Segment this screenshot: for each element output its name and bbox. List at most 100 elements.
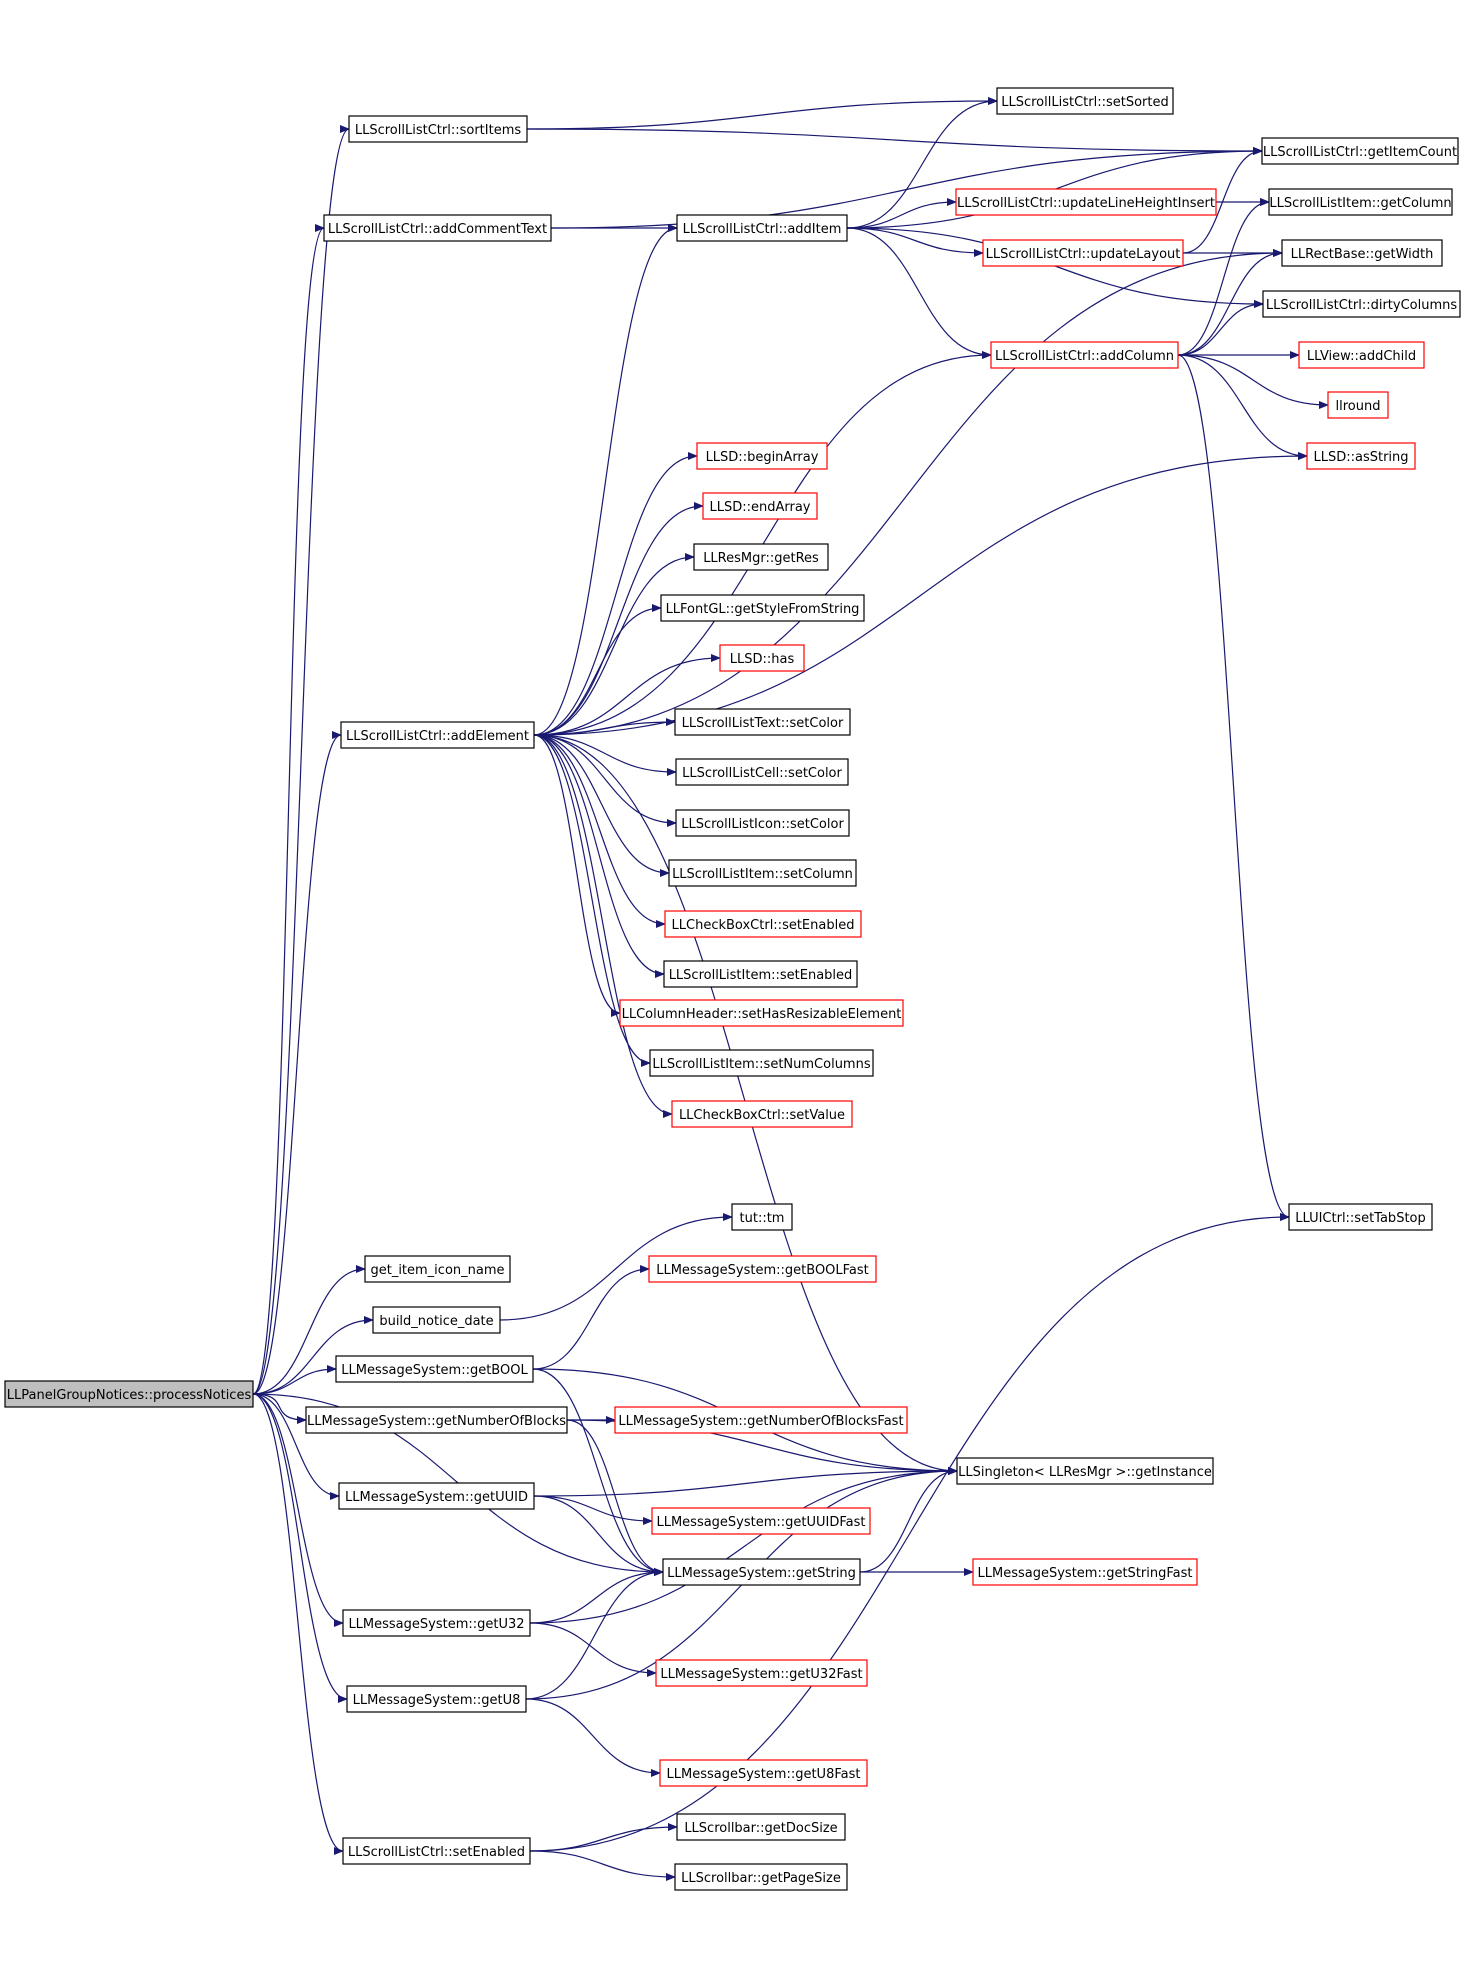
node-label: LLMessageSystem::getString bbox=[667, 1566, 856, 1581]
node-check-set-enabled[interactable]: LLCheckBoxCtrl::setEnabled bbox=[664, 910, 862, 938]
node-box bbox=[982, 239, 1184, 267]
call-edge-build-notice-date-to-tut-tm bbox=[499, 1213, 733, 1321]
node-get-number-of-blocks-fast[interactable]: LLMessageSystem::getNumberOfBlocksFast bbox=[614, 1406, 908, 1434]
node-item-set-enabled[interactable]: LLScrollListItem::setEnabled bbox=[663, 960, 858, 988]
call-edge-add-column-to-get-width bbox=[1177, 249, 1283, 356]
node-set-has-resizable[interactable]: LLColumnHeader::setHasResizableElement bbox=[619, 999, 904, 1027]
node-set-sorted[interactable]: LLScrollListCtrl::setSorted bbox=[996, 87, 1174, 115]
node-set-enabled[interactable]: LLScrollListCtrl::setEnabled bbox=[342, 1837, 531, 1865]
node-get-uuid[interactable]: LLMessageSystem::getUUID bbox=[338, 1482, 535, 1510]
node-get-bool[interactable]: LLMessageSystem::getBOOL bbox=[335, 1355, 534, 1383]
node-get-u8-fast[interactable]: LLMessageSystem::getU8Fast bbox=[659, 1759, 868, 1787]
node-set-num-columns[interactable]: LLScrollListItem::setNumColumns bbox=[649, 1049, 874, 1077]
call-edge-add-element-to-set-num-columns bbox=[533, 734, 651, 1067]
call-edge-add-element-to-cell-set-color bbox=[533, 734, 677, 776]
node-get-uuidfast[interactable]: LLMessageSystem::getUUIDFast bbox=[651, 1507, 871, 1535]
node-as-string[interactable]: LLSD::asString bbox=[1306, 442, 1416, 470]
node-label: LLMessageSystem::getStringFast bbox=[978, 1566, 1193, 1581]
node-begin-array[interactable]: LLSD::beginArray bbox=[696, 442, 828, 470]
node-dirty-columns[interactable]: LLScrollListCtrl::dirtyColumns bbox=[1262, 290, 1461, 318]
node-label: LLScrollListItem::setNumColumns bbox=[652, 1057, 870, 1072]
node-get-item-icon-name[interactable]: get_item_icon_name bbox=[364, 1255, 511, 1283]
node-get-string[interactable]: LLMessageSystem::getString bbox=[662, 1558, 861, 1586]
node-label: LLScrollbar::getPageSize bbox=[681, 1871, 841, 1886]
call-edge-add-element-to-item-set-enabled bbox=[533, 734, 665, 978]
node-update-line-height-insert[interactable]: LLScrollListCtrl::updateLineHeightInsert bbox=[955, 188, 1217, 216]
node-label: LLUICtrl::setTabStop bbox=[1295, 1211, 1426, 1226]
node-set-tab-stop[interactable]: LLUICtrl::setTabStop bbox=[1288, 1203, 1433, 1231]
node-box bbox=[990, 341, 1179, 369]
node-get-number-of-blocks[interactable]: LLMessageSystem::getNumberOfBlocks bbox=[305, 1406, 568, 1434]
node-get-style-from-string[interactable]: LLFontGL::getStyleFromString bbox=[660, 594, 865, 622]
node-label: LLSD::has bbox=[730, 652, 795, 667]
node-box bbox=[614, 1406, 908, 1434]
node-get-u32-fast[interactable]: LLMessageSystem::getU32Fast bbox=[655, 1659, 868, 1687]
node-end-array[interactable]: LLSD::endArray bbox=[702, 492, 818, 520]
call-edge-add-element-to-check-set-enabled bbox=[533, 734, 666, 928]
node-get-u32[interactable]: LLMessageSystem::getU32 bbox=[342, 1609, 531, 1637]
node-text-set-color[interactable]: LLScrollListText::setColor bbox=[674, 708, 851, 736]
node-root[interactable]: LLPanelGroupNotices::processNotices bbox=[4, 1380, 254, 1408]
node-box bbox=[346, 1685, 527, 1713]
node-box bbox=[660, 594, 865, 622]
call-edge-add-element-to-add-item bbox=[533, 224, 678, 736]
node-has[interactable]: LLSD::has bbox=[719, 644, 805, 672]
node-get-boolfast[interactable]: LLMessageSystem::getBOOLFast bbox=[648, 1255, 877, 1283]
node-get-doc-size[interactable]: LLScrollbar::getDocSize bbox=[676, 1813, 846, 1841]
node-build-notice-date[interactable]: build_notice_date bbox=[372, 1306, 501, 1334]
node-box bbox=[676, 1813, 846, 1841]
node-label: LLScrollListItem::getColumn bbox=[1269, 196, 1451, 211]
node-box bbox=[1261, 137, 1459, 165]
node-box bbox=[662, 1558, 861, 1586]
node-update-layout[interactable]: LLScrollListCtrl::updateLayout bbox=[982, 239, 1184, 267]
node-label: LLMessageSystem::getU32Fast bbox=[660, 1667, 862, 1682]
node-box bbox=[1262, 290, 1461, 318]
node-label: LLMessageSystem::getU8Fast bbox=[667, 1767, 861, 1782]
node-add-column[interactable]: LLScrollListCtrl::addColumn bbox=[990, 341, 1179, 369]
node-label: LLCheckBoxCtrl::setEnabled bbox=[672, 918, 855, 933]
node-box bbox=[676, 214, 848, 242]
node-get-res[interactable]: LLResMgr::getRes bbox=[693, 543, 829, 571]
node-tut-tm[interactable]: tut::tm bbox=[731, 1203, 793, 1231]
call-edge-add-column-to-get-column bbox=[1177, 198, 1270, 356]
node-get-string-fast[interactable]: LLMessageSystem::getStringFast bbox=[972, 1558, 1198, 1586]
node-label: LLMessageSystem::getUUIDFast bbox=[656, 1515, 865, 1530]
node-sort-items[interactable]: LLScrollListCtrl::sortItems bbox=[348, 115, 528, 143]
node-label: LLScrollListCtrl::addCommentText bbox=[328, 222, 547, 237]
call-edge-set-enabled-to-get-doc-size bbox=[529, 1823, 678, 1852]
call-edge-add-element-to-get-width bbox=[533, 249, 1283, 736]
call-edge-root-to-sort-items bbox=[252, 125, 350, 1395]
node-label: LLSD::beginArray bbox=[706, 450, 819, 465]
call-edge-add-element-to-set-has-resizable bbox=[533, 734, 621, 1017]
node-box bbox=[335, 1355, 534, 1383]
node-cell-set-color[interactable]: LLScrollListCell::setColor bbox=[675, 758, 849, 786]
node-box bbox=[674, 708, 851, 736]
node-box bbox=[372, 1306, 501, 1334]
call-edge-root-to-get-u8 bbox=[252, 1393, 348, 1703]
node-check-set-value[interactable]: LLCheckBoxCtrl::setValue bbox=[671, 1100, 853, 1128]
node-box bbox=[1288, 1203, 1433, 1231]
node-add-element[interactable]: LLScrollListCtrl::addElement bbox=[340, 721, 535, 749]
node-get-column[interactable]: LLScrollListItem::getColumn bbox=[1268, 188, 1453, 216]
node-label: LLScrollListCtrl::getItemCount bbox=[1263, 145, 1457, 160]
node-label: LLMessageSystem::getNumberOfBlocks bbox=[307, 1414, 566, 1429]
call-edge-root-to-build-notice-date bbox=[252, 1316, 374, 1395]
node-item-set-column[interactable]: LLScrollListItem::setColumn bbox=[668, 859, 857, 887]
node-llround[interactable]: llround bbox=[1327, 391, 1389, 419]
node-get-u8[interactable]: LLMessageSystem::getU8 bbox=[346, 1685, 527, 1713]
node-add-comment-text[interactable]: LLScrollListCtrl::addCommentText bbox=[323, 214, 552, 242]
node-get-instance[interactable]: LLSingleton< LLResMgr >::getInstance bbox=[956, 1457, 1214, 1485]
node-box bbox=[323, 214, 552, 242]
node-get-item-count[interactable]: LLScrollListCtrl::getItemCount bbox=[1261, 137, 1459, 165]
node-box bbox=[651, 1507, 871, 1535]
node-box bbox=[659, 1759, 868, 1787]
call-edge-add-item-to-update-layout bbox=[846, 227, 984, 257]
node-icon-set-color[interactable]: LLScrollListIcon::setColor bbox=[675, 809, 850, 837]
node-add-child[interactable]: LLView::addChild bbox=[1298, 341, 1425, 369]
node-label: LLScrollbar::getDocSize bbox=[684, 1821, 837, 1836]
node-get-width[interactable]: LLRectBase::getWidth bbox=[1281, 239, 1443, 267]
node-label: LLMessageSystem::getU8 bbox=[353, 1693, 521, 1708]
node-add-item[interactable]: LLScrollListCtrl::addItem bbox=[676, 214, 848, 242]
node-get-page-size[interactable]: LLScrollbar::getPageSize bbox=[674, 1863, 848, 1891]
